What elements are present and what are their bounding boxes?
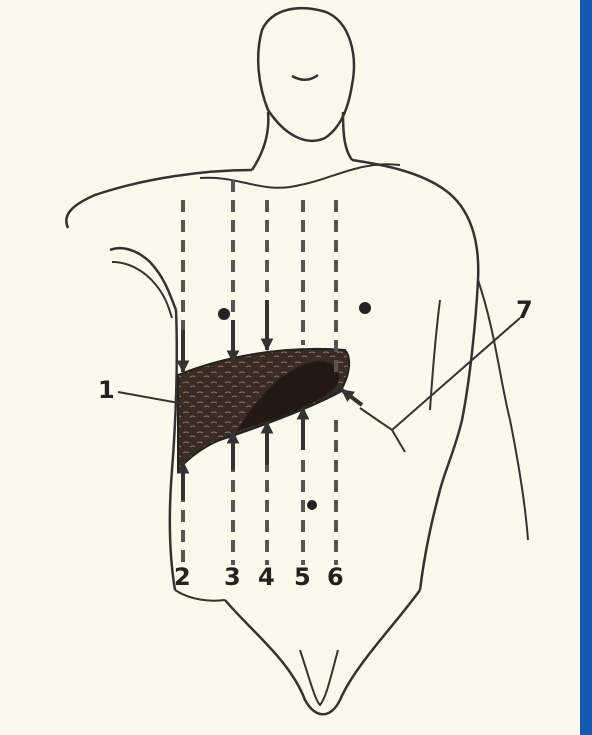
mouth: [292, 75, 318, 80]
label-3: 3: [224, 563, 241, 591]
arrow-6-left: [342, 390, 362, 405]
label-7: 7: [516, 296, 533, 324]
neck-left: [252, 112, 268, 170]
label-5: 5: [294, 563, 311, 591]
left-flank: [170, 310, 177, 590]
briefs-outline: [225, 590, 420, 714]
label-1: 1: [98, 376, 115, 404]
right-flank: [420, 490, 440, 590]
label-4: 4: [258, 563, 275, 591]
leader-7b: [392, 430, 405, 452]
label-6: 6: [327, 563, 344, 591]
collarbone: [200, 164, 400, 188]
left-nipple: [218, 308, 230, 320]
right-shoulder: [352, 160, 478, 490]
label-2: 2: [174, 563, 191, 591]
navel: [307, 500, 317, 510]
leader-7: [360, 318, 520, 430]
groin-left: [175, 590, 225, 601]
right-nipple: [359, 302, 371, 314]
head-outline: [258, 8, 354, 141]
neck-right: [343, 112, 352, 160]
raised-right-arm-inner: [112, 262, 172, 318]
briefs-inner: [300, 650, 338, 705]
